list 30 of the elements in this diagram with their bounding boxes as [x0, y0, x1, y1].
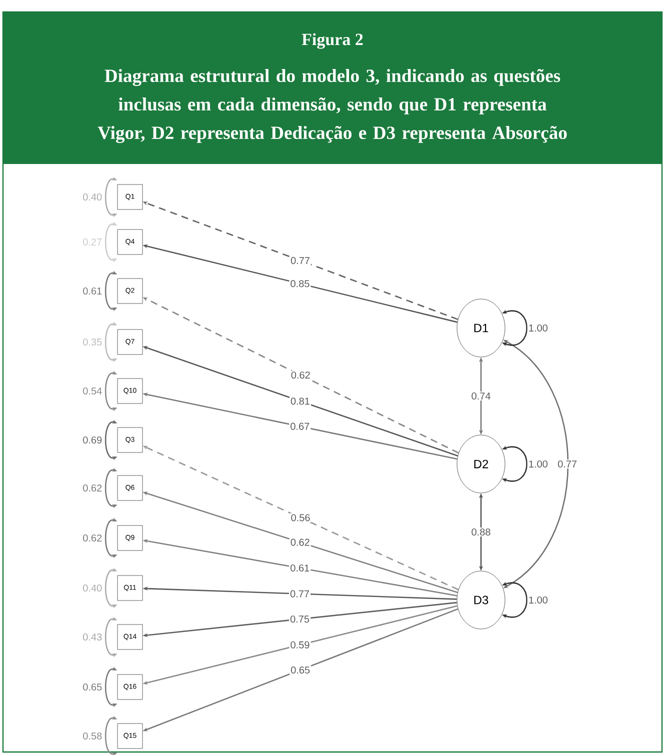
edge-label: 0.85	[289, 279, 311, 288]
edge-label: 1.00	[527, 323, 549, 333]
edge-label: 0.65	[290, 665, 312, 675]
edge-label: 0.77	[289, 589, 310, 598]
edge-label: 0.62	[290, 370, 312, 380]
edge-label: 0.56	[290, 513, 312, 522]
edge-label: 0.62	[83, 534, 102, 542]
edge-label: 0.75	[289, 614, 311, 624]
edge-label: 0.77	[556, 459, 578, 469]
edge-label: 0.40	[83, 584, 102, 592]
edge-label: 0.77	[290, 256, 312, 266]
edge-label: 0.81	[290, 396, 311, 406]
edge-label: 0.40	[83, 193, 102, 201]
edge-label: 0.61	[83, 287, 102, 295]
edge-label: 0.62	[83, 484, 102, 492]
edge-label: 0.69	[83, 436, 102, 444]
edge-label: 0.54	[83, 387, 102, 395]
edge-label: 0.62	[289, 538, 311, 547]
edge-label: 0.59	[289, 640, 311, 650]
edge-label: 0.43	[83, 633, 102, 641]
edge-label: 0.61	[289, 563, 311, 573]
edge-label: 0.88	[470, 527, 492, 537]
edge-label: 0.74	[470, 391, 492, 401]
edge-label: 0.67	[289, 422, 311, 431]
edge-label: 0.35	[83, 338, 102, 346]
edge-label: 1.00	[527, 595, 549, 605]
edge-label: 1.00	[527, 459, 549, 469]
edge-label: 0.65	[83, 683, 102, 691]
edge-label: 0.58	[83, 732, 102, 740]
figure-header: Figura 2 Diagrama estrutural do modelo 3, indicando as questões inclusas em cada dimensão, sendo que D1 representa Vigor, D2 representa Dedicação e D3 representa Absorção	[3, 12, 662, 164]
